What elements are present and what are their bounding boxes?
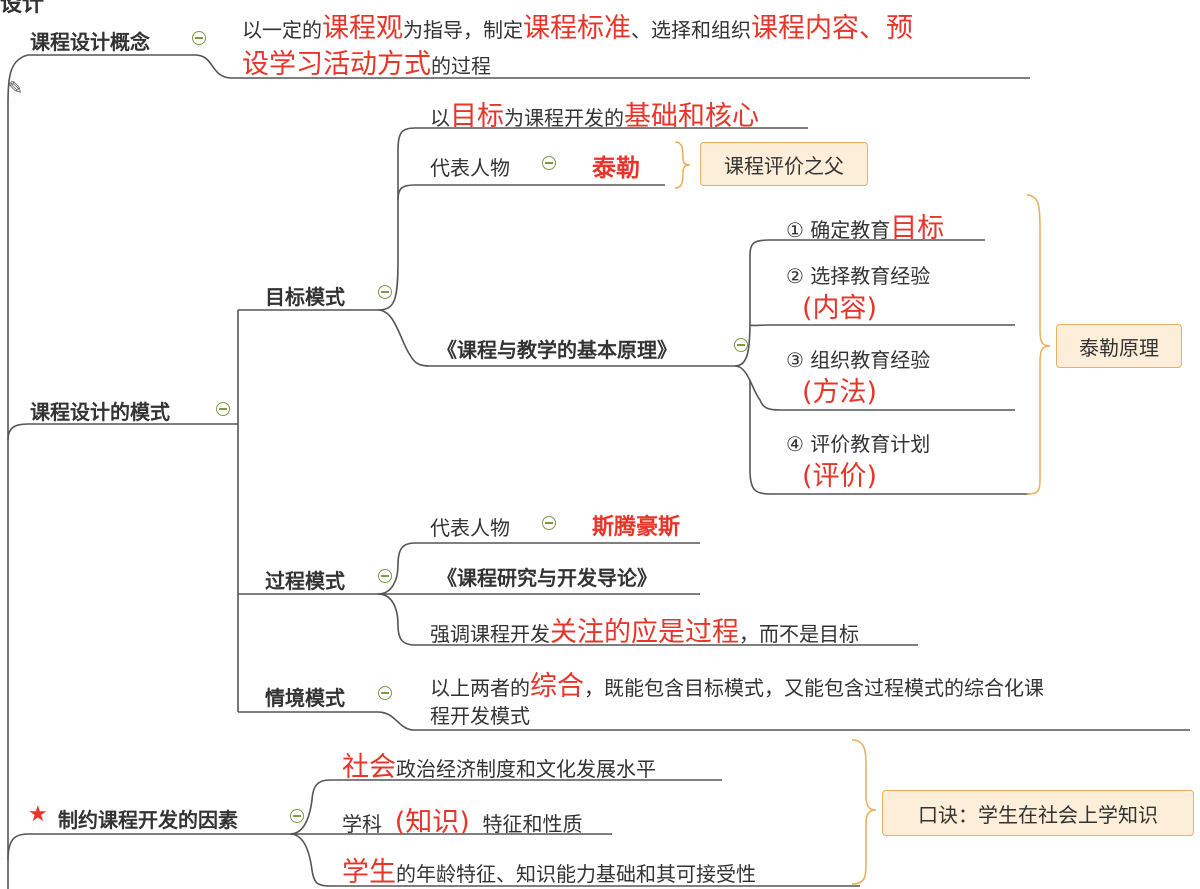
tyler-principle-box: 泰勒原理	[1056, 324, 1182, 368]
goal-rep-note: 课程评价之父	[700, 142, 868, 186]
goal-rep-name: 泰勒	[592, 154, 640, 182]
modes-node[interactable]: 课程设计的模式	[30, 400, 170, 424]
collapse-icon[interactable]	[542, 156, 556, 170]
process-book: 《课程研究与开发导论》	[437, 566, 657, 590]
factor-society: 社会政治经济制度和文化发展水平	[342, 752, 656, 783]
goal-step-4-hl: (评价)	[802, 461, 878, 492]
factors-node[interactable]: 制约课程开发的因素	[58, 808, 238, 832]
pencil-cursor-icon: ✎	[8, 78, 24, 99]
situation-mode-node[interactable]: 情境模式	[265, 686, 345, 710]
situation-desc-line2: 程开发模式	[430, 704, 530, 728]
goal-step-3-text: ③ 组织教育经验	[786, 348, 931, 372]
process-mode-node[interactable]: 过程模式	[265, 569, 345, 593]
process-emphasis: 强调课程开发关注的应是过程，而不是目标	[430, 617, 859, 648]
situation-desc-line1: 以上两者的综合，既能包含目标模式，又能包含过程模式的综合化课	[430, 671, 1044, 702]
concept-desc-line1: 以一定的课程观为指导，制定课程标准、选择和组织课程内容、预	[242, 13, 913, 44]
clipped-title-fragment: 设计	[0, 0, 45, 17]
goal-step-2-hl: (内容)	[802, 293, 878, 324]
goal-rep-label: 代表人物	[430, 156, 510, 180]
star-icon: ★	[28, 802, 48, 827]
process-rep-label: 代表人物	[430, 516, 510, 540]
process-rep-name: 斯腾豪斯	[592, 515, 681, 540]
goal-step-1: ① 确定教育目标	[786, 213, 945, 244]
goal-step-4-text: ④ 评价教育计划	[786, 432, 931, 456]
collapse-icon[interactable]	[378, 686, 392, 700]
concept-desc-line2: 设学习活动方式的过程	[242, 49, 491, 80]
factor-student: 学生的年龄特征、知识能力基础和其可接受性	[342, 857, 756, 888]
collapse-icon[interactable]	[216, 402, 230, 416]
collapse-icon[interactable]	[378, 569, 392, 583]
mnemonic-box: 口诀：学生在社会上学知识	[882, 790, 1194, 836]
goal-step-3-hl: (方法)	[802, 377, 878, 408]
collapse-icon[interactable]	[734, 338, 748, 352]
goal-step-2-text: ② 选择教育经验	[786, 264, 931, 288]
collapse-icon[interactable]	[542, 516, 556, 530]
factor-discipline: 学科 (知识) 特征和性质	[342, 807, 583, 838]
goal-book-node[interactable]: 《课程与教学的基本原理》	[437, 338, 677, 362]
goal-basis-text: 以目标为课程开发的基础和核心	[430, 101, 759, 132]
concept-node[interactable]: 课程设计概念	[30, 30, 150, 54]
collapse-icon[interactable]	[290, 809, 304, 823]
goal-mode-node[interactable]: 目标模式	[265, 285, 345, 309]
collapse-icon[interactable]	[192, 31, 206, 45]
collapse-icon[interactable]	[378, 285, 392, 299]
